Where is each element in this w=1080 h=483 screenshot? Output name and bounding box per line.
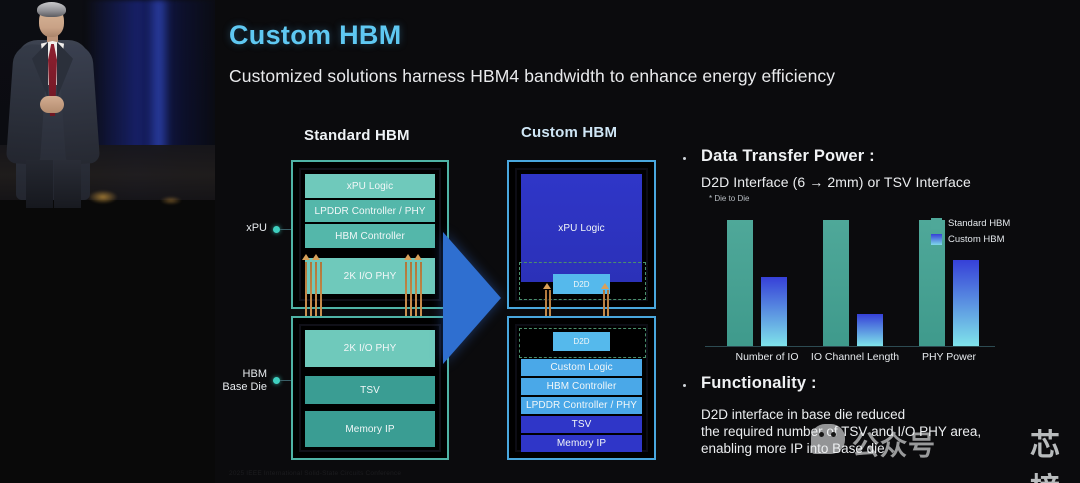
functionality-line-1: D2D interface in base die reduced [701,407,906,422]
transition-arrow-icon [443,232,501,364]
heading-functionality: Functionality : [701,374,817,392]
custom-base-d2d-region [519,328,646,358]
standard-block-io-phy-top-label: 2K I/O PHY [343,270,397,282]
custom-xpu-d2d-region [519,262,646,300]
wechat-icon-eye-left [819,432,824,437]
standard-base-die-package: 2K I/O PHY TSV Memory IP [291,316,449,460]
custom-block-hbm-controller: HBM Controller [521,378,642,395]
standard-xpu-inner: xPU Logic LPDDR Controller / PHY HBM Con… [299,168,441,301]
speaker-leg-right [54,160,81,208]
wechat-icon-eye-right [831,432,836,437]
custom-block-memory-ip: Memory IP [521,435,642,452]
custom-xpu-package: xPU Logic D2D [507,160,656,309]
speaker-leg-left [26,160,53,208]
slide-title: Custom HBM [229,20,402,50]
chart-category-io-channel-length: IO Channel Length [810,351,900,363]
chart-legend: Standard HBM Custom HBM [931,218,1010,250]
stage-curtain-highlight [148,0,170,150]
label-hbm-base-die-line1: HBM [242,368,267,380]
standard-block-io-phy-bottom: 2K I/O PHY [305,330,435,367]
chart-category-phy-power: PHY Power [921,351,977,363]
legend-swatch-standard [931,218,942,229]
standard-block-lpddr: LPDDR Controller / PHY [305,200,435,222]
bullet-marker-power [683,157,686,160]
standard-block-lpddr-label: LPDDR Controller / PHY [314,205,426,217]
leader-line-xpu [280,229,300,230]
standard-block-tsv: TSV [305,376,435,404]
functionality-line-3: enabling more IP into Base die [701,441,885,456]
speaker-necktie [48,44,57,116]
stage-light-glow [88,190,118,204]
connector-dot-xpu [273,226,280,233]
standard-block-memory-ip-label: Memory IP [345,423,395,435]
stage-light-glow-secondary [160,196,182,205]
power-comparison-chart: Number of IO IO Channel Length PHY Power [705,212,995,363]
custom-xpu-inner: xPU Logic D2D [515,168,648,301]
custom-block-d2d-bottom: D2D [553,332,610,351]
custom-block-d2d-bottom-label: D2D [573,337,590,346]
stage-foreground [0,200,215,483]
standard-block-tsv-label: TSV [360,384,380,396]
speaker-hands [40,96,64,113]
custom-block-custom-logic: Custom Logic [521,359,642,376]
legend-swatch-custom [931,234,942,245]
standard-block-hbm-controller: HBM Controller [305,224,435,248]
standard-block-memory-ip: Memory IP [305,411,435,447]
custom-block-lpddr-label: LPDDR Controller / PHY [525,400,638,411]
bar-standard-io-channel-length [823,219,849,346]
heading-data-transfer-power: Data Transfer Power : [701,147,875,165]
standard-block-hbm-controller-label: HBM Controller [335,230,405,242]
column-title-custom: Custom HBM [521,124,618,141]
bullet-marker-functionality [683,384,686,387]
custom-block-xpu-logic-label: xPU Logic [558,222,605,234]
standard-block-io-phy-top: 2K I/O PHY [305,258,435,294]
custom-block-tsv: TSV [521,416,642,433]
chart-x-axis [705,345,995,347]
leader-line-base-die [280,380,300,381]
speaker-neck [47,33,58,42]
slide-subtitle: Customized solutions harness HBM4 bandwi… [229,66,836,86]
custom-block-xpu-logic: xPU Logic [521,174,642,282]
detail-d2d-interface: D2D Interface (6 → 2mm) or TSV Interface [701,174,971,190]
custom-block-d2d-top: D2D [553,274,610,294]
speaker-hair [37,2,66,17]
bar-custom-number-of-io [761,276,787,346]
legend-label-standard: Standard HBM [948,218,1011,229]
standard-block-io-phy-bottom-label: 2K I/O PHY [343,343,397,354]
standard-base-die-inner: 2K I/O PHY TSV Memory IP [299,324,441,452]
custom-block-custom-logic-label: Custom Logic [550,362,613,373]
label-xpu: xPU [246,222,267,234]
custom-base-die-inner: D2D Custom Logic HBM Controller LPDDR Co… [515,324,648,452]
custom-block-lpddr: LPDDR Controller / PHY [521,397,642,414]
custom-block-hbm-controller-label: HBM Controller [546,381,617,392]
legend-item-standard: Standard HBM [931,218,1010,229]
speaker-stage-photo [0,0,215,483]
watermark-brand: 芯榜+ [1030,429,1062,483]
legend-item-custom: Custom HBM [931,234,1010,245]
presentation-slide: Custom HBM Customized solutions harness … [215,0,1080,483]
note-die-to-die: * Die to Die [709,194,750,203]
chart-category-number-of-io: Number of IO [735,351,799,363]
bar-custom-io-channel-length [857,313,883,346]
bar-standard-number-of-io [727,219,753,346]
label-hbm-base-die-line2: Base Die [222,381,267,393]
bar-custom-phy-power [953,259,979,346]
standard-xpu-package: xPU Logic LPDDR Controller / PHY HBM Con… [291,160,449,309]
custom-block-d2d-top-label: D2D [573,279,590,289]
wechat-icon [811,424,845,454]
slide-footer: 2025 IEEE International Solid-State Circ… [229,470,402,477]
standard-block-xpu-logic-label: xPU Logic [346,180,394,192]
custom-block-tsv-label: TSV [571,419,592,430]
legend-label-custom: Custom HBM [948,234,1005,245]
custom-base-die-package: D2D Custom Logic HBM Controller LPDDR Co… [507,316,656,460]
connector-dot-base-die [273,377,280,384]
standard-block-xpu-logic: xPU Logic [305,174,435,198]
custom-block-memory-ip-label: Memory IP [556,438,607,449]
column-title-standard: Standard HBM [304,127,410,144]
